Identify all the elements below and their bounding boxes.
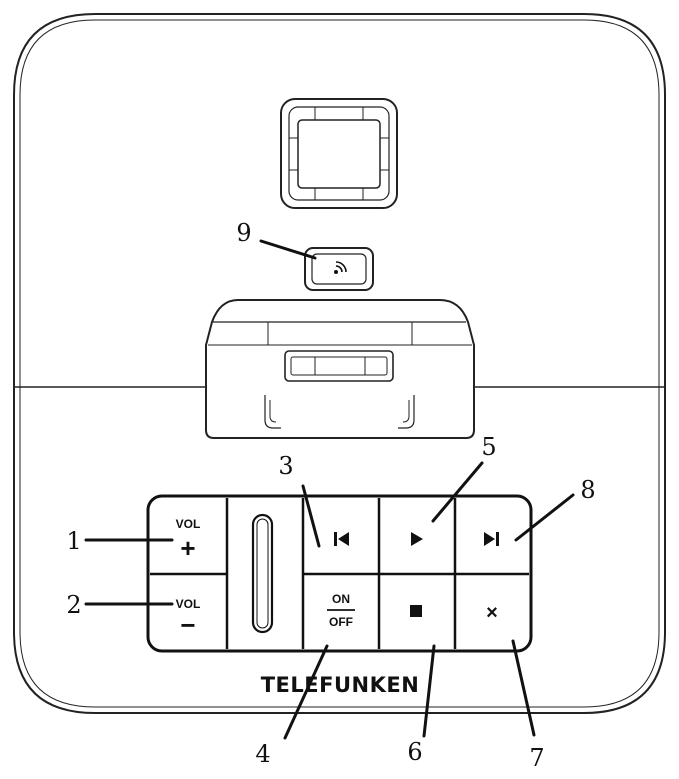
callout-9: 9	[236, 219, 251, 247]
callout-8: 8	[580, 476, 595, 504]
nfc-button[interactable]	[304, 247, 374, 291]
callout-1: 1	[66, 527, 81, 555]
power-on-label: ON	[332, 592, 350, 606]
callout-3: 3	[278, 452, 293, 480]
vol-down-button[interactable]: VOL −	[150, 574, 227, 649]
vol-down-label: VOL	[176, 597, 201, 611]
power-button[interactable]: ON OFF	[303, 574, 379, 649]
skip-back-icon	[334, 532, 349, 546]
top-knob	[280, 98, 398, 209]
stop-button[interactable]	[379, 574, 455, 649]
callout-lines	[84, 239, 575, 740]
plus-icon: +	[180, 533, 195, 563]
callout-4: 4	[255, 740, 270, 768]
next-button[interactable]	[455, 498, 529, 574]
minus-icon: −	[180, 610, 195, 640]
disc-slot	[251, 513, 274, 634]
control-panel	[146, 494, 533, 653]
close-icon: ×	[486, 602, 498, 624]
brand-logo-text: TELEFUNKEN	[261, 673, 420, 697]
cancel-button[interactable]: ×	[455, 574, 529, 649]
callout-numbers: 1 2 3 4 5 6 7 8 9	[66, 219, 595, 772]
vol-up-label: VOL	[176, 517, 201, 531]
prev-button[interactable]	[303, 498, 379, 574]
callout-6: 6	[407, 738, 422, 766]
vol-up-button[interactable]: VOL +	[150, 498, 227, 574]
play-button[interactable]	[379, 498, 455, 574]
dock-connector	[205, 299, 475, 439]
power-off-label: OFF	[329, 615, 353, 629]
play-icon	[411, 532, 423, 546]
callout-2: 2	[66, 591, 81, 619]
nfc-icon	[334, 261, 347, 274]
callout-7: 7	[529, 744, 544, 772]
callout-5: 5	[481, 433, 496, 461]
stop-icon	[410, 605, 422, 617]
skip-forward-icon	[484, 532, 499, 546]
